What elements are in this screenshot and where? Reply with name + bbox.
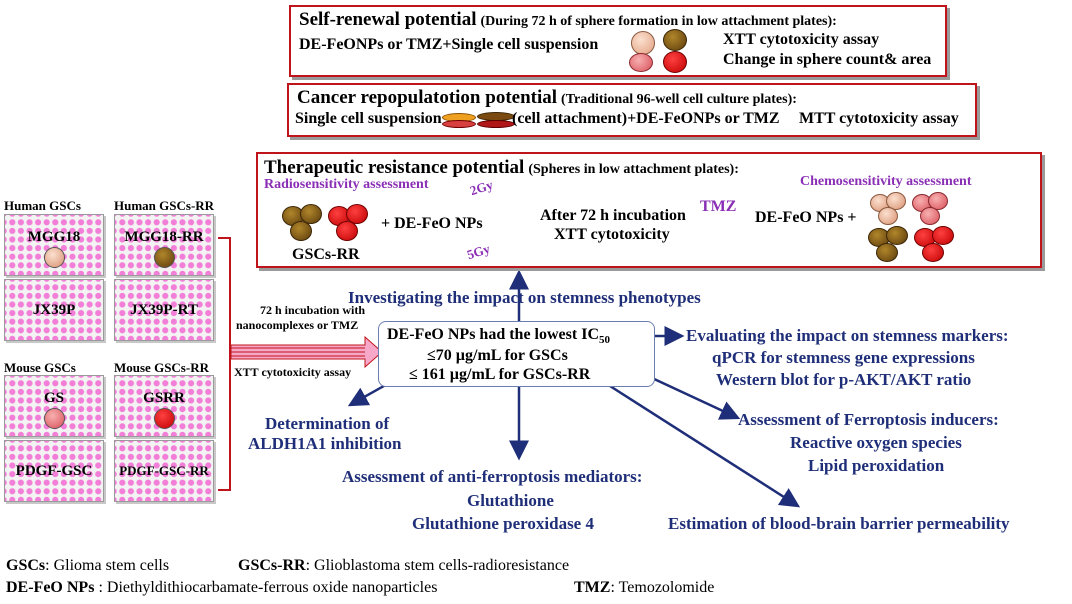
legend-rr: GSCs-RR: Glioblastoma stem cells-radiore…: [238, 557, 569, 575]
self-renewal-output-2: Change in sphere count& area: [723, 51, 932, 68]
self-renewal-subtitle: (During 72 h of sphere formation in low …: [480, 14, 837, 29]
ferroptosis-2: Lipid peroxidation: [808, 456, 945, 475]
legend-tmz-def: : Temozolomide: [610, 579, 715, 596]
attached-cell-4: [477, 120, 515, 128]
resistance-subtitle: (Spheres in low attachment plates):: [528, 162, 739, 177]
ic50-line-3: ≤ 161 µg/mL for GSCs-RR: [409, 366, 591, 383]
plate-jx39p-label: JX39P: [32, 302, 76, 318]
legend-gsc: GSCs: Glioma stem cells: [6, 557, 169, 575]
repopulation-left: Single cell suspension: [295, 110, 442, 127]
sphere-cluster-pink: [912, 192, 952, 226]
repopulation-box: Cancer repopulatotion potential (Traditi…: [287, 83, 977, 137]
legend-rr-term: GSCs-RR: [238, 557, 306, 574]
attached-cell-2: [442, 120, 476, 128]
plate-pdgf-gsc-rr: PDGF-GSC-RR: [114, 440, 214, 502]
self-renewal-title: Self-renewal potential: [299, 9, 477, 30]
sphere-cluster-peach: [870, 192, 910, 226]
legend-tmz: TMZ: Temozolomide: [574, 579, 714, 597]
anti-ferroptosis-1: Glutathione: [467, 491, 554, 510]
resistance-cells-label: GSCs-RR: [292, 246, 360, 263]
aldh-line-1: Determination of: [265, 414, 390, 433]
ic50-line-1: DE-FeO NPs had the lowest IC50: [387, 326, 610, 346]
resistance-box: Therapeutic resistance potential (Sphere…: [256, 152, 1042, 268]
plate-gsrr-label: GSRR: [143, 390, 185, 406]
plates-bracket: [218, 237, 231, 491]
sphere-cluster-red-2: [914, 226, 958, 262]
plate-gs-label: GS: [43, 390, 64, 406]
ic50-line-1-sub: 50: [599, 334, 610, 347]
repopulation-middle: (cell attachment)+DE-FeONPs or TMZ: [512, 110, 780, 127]
plate-mgg18-rr: MGG18-RR: [114, 214, 214, 276]
legend-gsc-def: : Glioma stem cells: [45, 557, 170, 574]
plate-mgg18-rr-label: MGG18-RR: [124, 229, 204, 245]
dose-2gy: 2Gy: [468, 176, 495, 199]
plate-jx39p-rt: JX39P-RT: [114, 279, 214, 341]
sphere-peach-1: [631, 31, 655, 55]
sphere-pink-1: [629, 53, 653, 72]
sphere-peach-plate: [44, 247, 65, 268]
plate-pdgf-gsc-label: PDGF-GSC: [15, 463, 93, 479]
incubation-note-1: 72 h incubation with: [260, 303, 366, 317]
ferroptosis-title: Assessment of Ferroptosis inducers:: [738, 410, 999, 429]
human-rr-heading: Human GSCs-RR: [114, 198, 215, 213]
incubation-line-1: After 72 h incubation: [540, 207, 686, 224]
self-renewal-input: DE-FeONPs or TMZ+Single cell suspension: [299, 36, 599, 53]
plate-mgg18: MGG18: [4, 214, 104, 276]
plus-np-label: + DE-FeO NPs: [381, 215, 483, 232]
repopulation-subtitle: (Traditional 96-well cell culture plates…: [561, 92, 797, 107]
anti-ferroptosis-2: Glutathione peroxidase 4: [412, 514, 594, 533]
incubation-line-2: XTT cytotoxicity: [554, 226, 670, 243]
sphere-cluster-brown: [282, 204, 322, 242]
sphere-red-plate: [154, 408, 175, 429]
sphere-brown-plate: [154, 247, 175, 268]
self-renewal-output-1: XTT cytotoxicity assay: [723, 31, 880, 48]
legend-rr-def: : Glioblastoma stem cells-radioresistanc…: [305, 557, 570, 574]
stemness-markers-title: Evaluating the impact on stemness marker…: [686, 326, 1009, 345]
legend-gsc-term: GSCs: [6, 557, 46, 574]
incubation-note-2: nanocomplexes or TMZ: [236, 318, 359, 332]
legend-np: DE-FeO NPs : Diethyldithiocarbamate-ferr…: [6, 579, 437, 597]
sphere-red-1: [663, 51, 687, 73]
sphere-brown-1: [663, 29, 687, 51]
arrow-to-ferroptosis: [651, 376, 741, 420]
human-gsc-heading: Human GSCs: [4, 198, 81, 213]
legend-np-term: DE-FeO NPs: [6, 579, 95, 596]
mouse-rr-heading: Mouse GSCs-RR: [114, 360, 209, 375]
repopulation-output: MTT cytotoxicity assay: [799, 110, 959, 127]
radiosensitivity-label: Radiosensitivity assessment: [264, 177, 429, 192]
aldh-line-2: ALDH1A1 inhibition: [248, 434, 402, 453]
sphere-cluster-red: [328, 204, 368, 242]
plate-gs: GS: [4, 375, 104, 437]
ic50-line-2: ≤70 µg/mL for GSCs: [427, 347, 568, 364]
mouse-gsc-heading: Mouse GSCs: [4, 360, 76, 375]
plate-gsrr: GSRR: [114, 375, 214, 437]
plate-jx39p: JX39P: [4, 279, 104, 341]
plate-pdgf-gsc: PDGF-GSC: [4, 440, 104, 502]
plate-mgg18-label: MGG18: [27, 229, 81, 245]
repopulation-title: Cancer repopulatotion potential: [297, 87, 558, 108]
ic50-line-1-main: DE-FeO NPs had the lowest IC: [387, 326, 599, 343]
ferroptosis-1: Reactive oxygen species: [790, 433, 962, 452]
tmz-label: TMZ: [700, 198, 737, 215]
stemness-markers-1: qPCR for stemness gene expressions: [712, 348, 975, 367]
stemness-markers-2: Western blot for p-AKT/AKT ratio: [716, 370, 972, 389]
legend-np-def: : Diethyldithiocarbamate-ferrous oxide n…: [94, 579, 438, 596]
dose-5gy: 5Gy: [465, 240, 492, 263]
sphere-cluster-brown-2: [868, 226, 912, 262]
resistance-title: Therapeutic resistance potential: [264, 157, 525, 178]
arrow-to-bbb: [609, 384, 801, 508]
chemosensitivity-label: Chemosensitivity assessment: [800, 174, 972, 189]
plate-pdgf-gsc-rr-label: PDGF-GSC-RR: [119, 463, 209, 478]
anti-ferroptosis-title: Assessment of anti-ferroptosis mediators…: [342, 467, 643, 486]
np-plus-label: DE-FeO NPs +: [755, 209, 857, 226]
self-renewal-box: Self-renewal potential (During 72 h of s…: [289, 5, 947, 77]
stemness-phenotypes-label: Investigating the impact on stemness phe…: [348, 288, 701, 307]
plate-jx39p-rt-label: JX39P-RT: [130, 302, 198, 318]
sphere-pink-plate: [44, 408, 65, 429]
ic50-result-box: DE-FeO NPs had the lowest IC50 ≤70 µg/mL…: [378, 321, 655, 387]
bbb-label: Estimation of blood-brain barrier permea…: [668, 514, 1010, 533]
legend-tmz-term: TMZ: [574, 579, 611, 596]
incubation-note-3: XTT cytotoxicity assay: [234, 365, 352, 379]
